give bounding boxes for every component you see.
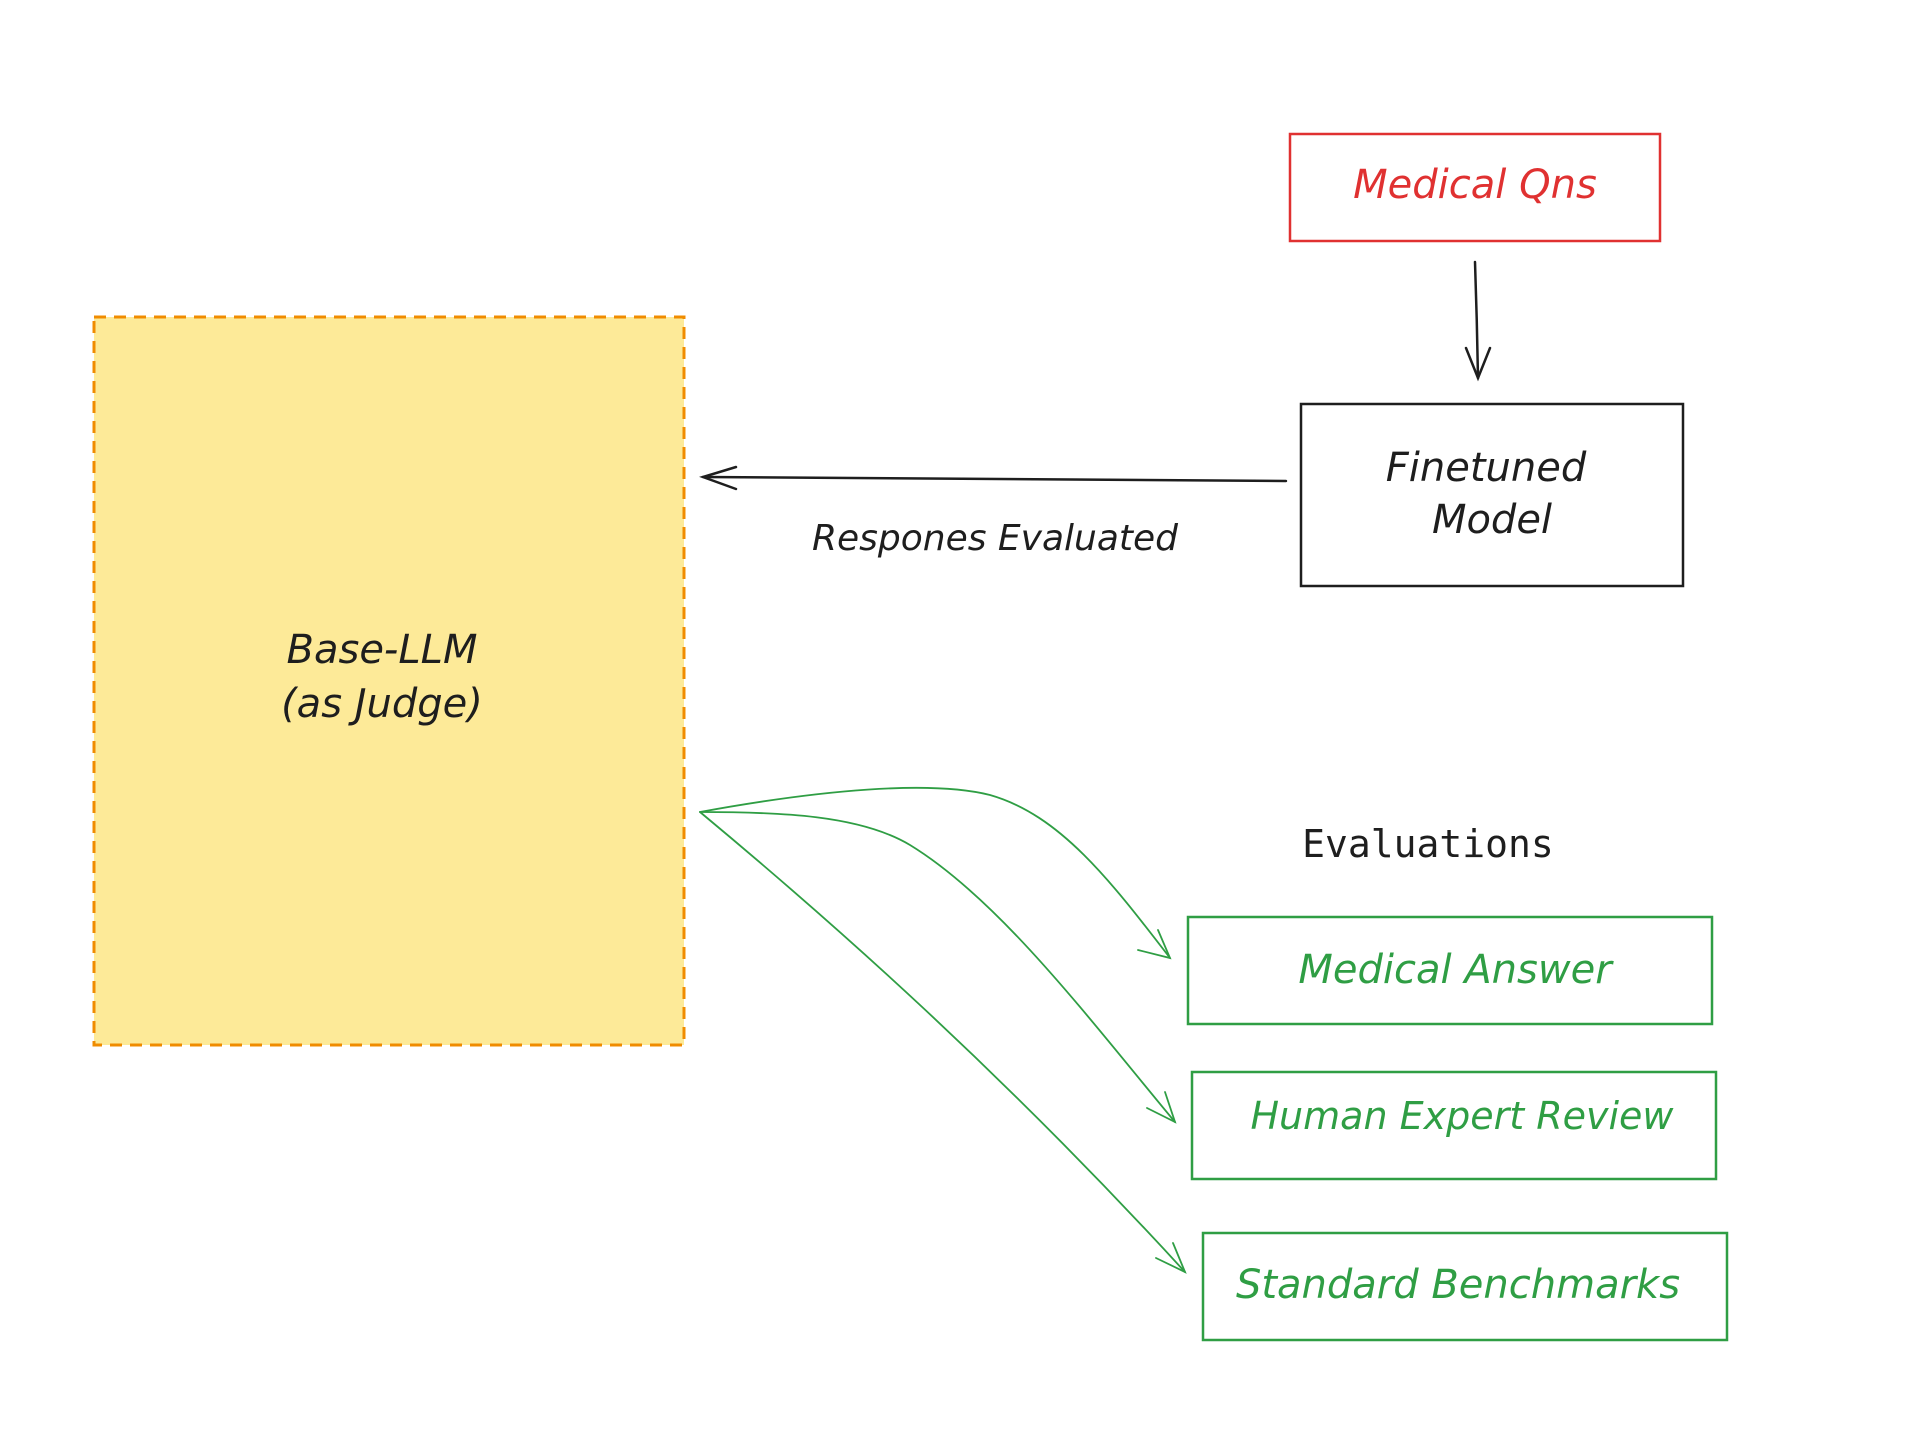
arrow-qns-to-model — [1464, 260, 1492, 382]
standard-benchmarks-node[interactable]: Standard Benchmarks — [1201, 1231, 1729, 1342]
medical-qns-node[interactable]: Medical Qns — [1288, 132, 1662, 243]
base-llm-label-line2: (as Judge) — [281, 681, 483, 727]
medical-qns-label: Medical Qns — [1353, 162, 1597, 208]
base-llm-judge-node[interactable]: Base-LLM (as Judge) — [92, 315, 686, 1047]
responses-evaluated-label: Respones Evaluated — [812, 518, 1179, 559]
arrow-judge-to-benchmarks — [699, 811, 1187, 1274]
arrow-judge-to-human-review — [699, 811, 1177, 1124]
finetuned-model-label-line2: Model — [1432, 497, 1552, 543]
base-llm-label-line1: Base-LLM — [287, 627, 478, 673]
arrow-judge-to-medical-answer — [699, 786, 1172, 960]
standard-benchmarks-label: Standard Benchmarks — [1236, 1262, 1680, 1308]
finetuned-model-label-line1: Finetuned — [1386, 445, 1587, 491]
human-expert-review-label: Human Expert Review — [1250, 1094, 1674, 1138]
finetuned-model-node[interactable]: Finetuned Model — [1299, 402, 1685, 588]
medical-answer-label: Medical Answer — [1298, 947, 1614, 993]
evaluations-heading: Evaluations — [1302, 822, 1554, 866]
human-expert-review-node[interactable]: Human Expert Review — [1190, 1070, 1718, 1181]
arrow-model-to-judge — [699, 465, 1288, 491]
medical-answer-node[interactable]: Medical Answer — [1186, 915, 1714, 1026]
